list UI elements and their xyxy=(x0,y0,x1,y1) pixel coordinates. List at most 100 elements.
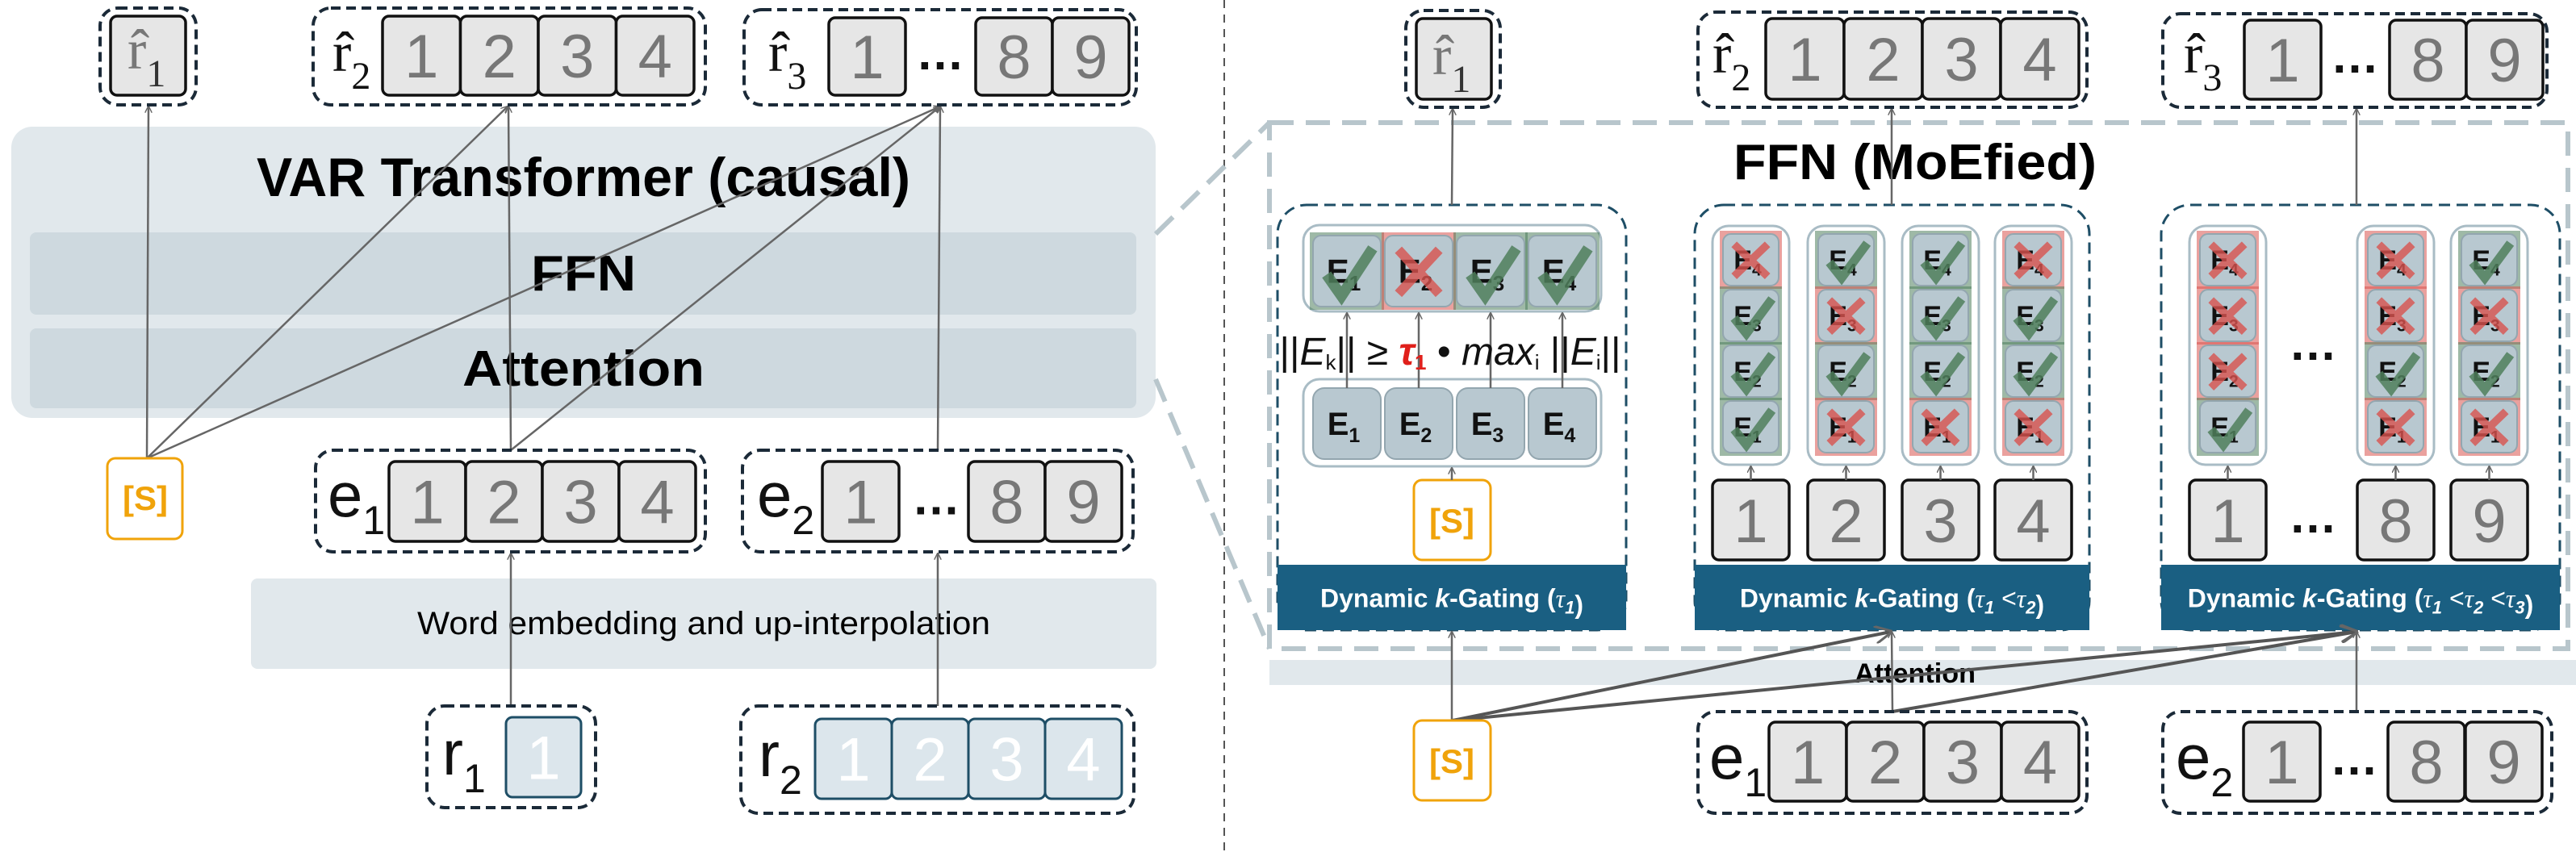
row-label-subscript: 2 xyxy=(780,758,802,803)
row-label-subscript: 1 xyxy=(463,756,486,801)
tau-index: 1 xyxy=(1565,598,1574,618)
start-token-label: [S] xyxy=(123,479,168,517)
cross-icon xyxy=(2208,297,2248,335)
row-dashed-frame xyxy=(314,449,707,553)
formula-part: k xyxy=(1325,350,1336,374)
arrow-e2-to-r-hat-3 xyxy=(938,106,940,451)
output-r-hat-1: r̂1 xyxy=(1404,9,1502,109)
tau-symbol: τ xyxy=(1556,584,1566,613)
formula-part: E xyxy=(1299,331,1326,374)
token-value: 1 xyxy=(836,726,870,795)
token-value: 9 xyxy=(1066,469,1100,537)
expert-dropped: E3 xyxy=(2365,286,2427,345)
token-value: 9 xyxy=(2486,729,2520,797)
dynamic-k-gating-bar xyxy=(1695,565,2089,630)
formula-part: • xyxy=(1427,331,1462,374)
expert-selected: E4 xyxy=(1909,231,1972,289)
row-label: r̂1 xyxy=(1432,25,1470,101)
check-icon xyxy=(1920,352,1966,397)
row-label: e1 xyxy=(328,459,385,543)
zoom-connector-top xyxy=(1153,120,1272,236)
expert-selected: E2 xyxy=(2458,342,2520,400)
ellipsis: … xyxy=(916,26,964,80)
row-label-base: e xyxy=(757,459,792,530)
cross-icon xyxy=(1395,246,1443,298)
row-label-subscript: 2 xyxy=(2210,760,2233,805)
check-icon xyxy=(2469,240,2515,286)
check-icon xyxy=(1730,352,1776,397)
tau-index: 1 xyxy=(2432,598,2442,618)
expert-selected: E4 xyxy=(1525,232,1600,310)
dynamic-k-gating-bar xyxy=(1278,565,1626,630)
token-value: 4 xyxy=(640,469,674,537)
arrow-e1-to-block3 xyxy=(1892,632,2356,713)
token-value: 4 xyxy=(2016,487,2050,556)
token-value: 1 xyxy=(404,23,438,91)
expert-selected: E2 xyxy=(2365,342,2427,400)
expert-dropped: E1 xyxy=(1815,398,1877,456)
start-token-box xyxy=(106,457,184,541)
right-panel: FFN (MoEfied) Attention Dynamic k-Gating… xyxy=(1153,9,2576,815)
token-value: 8 xyxy=(997,23,1031,92)
expert-label: E3 xyxy=(1471,407,1504,447)
expert-dropped: E4 xyxy=(2197,231,2259,289)
arrow-e1-to-r-hat-2 xyxy=(508,106,511,451)
cross-icon xyxy=(2014,408,2053,446)
tau-index: 3 xyxy=(2515,598,2524,618)
token-cell xyxy=(1043,460,1123,543)
start-token-box xyxy=(1412,719,1492,802)
ffn-layer-label: FFN xyxy=(531,246,636,302)
token-value: 1 xyxy=(2210,487,2244,556)
row-label-base: r xyxy=(442,717,463,788)
expert-selected: E3 xyxy=(1453,232,1528,310)
token-value: 1 xyxy=(1788,26,1821,94)
left-arrows xyxy=(147,106,940,706)
dynamic-k-gating-label: Dynamic k-Gating (τ1 <τ2 <τ3) xyxy=(2188,584,2534,620)
token-cell xyxy=(2000,720,2080,803)
expert-selected: E1 xyxy=(1720,398,1782,456)
formula-part: max xyxy=(1462,331,1537,374)
expert-dropped: E1 xyxy=(2458,398,2520,456)
expert-dropped: E3 xyxy=(1815,286,1877,345)
token-value: 4 xyxy=(638,23,672,91)
token-value: 1 xyxy=(526,725,560,793)
right-start-token: [S] xyxy=(1412,719,1492,802)
ellipsis: … xyxy=(2331,29,2379,83)
token-cell xyxy=(1999,17,2080,101)
row-label-base: r xyxy=(759,719,780,790)
row-label: r̂1 xyxy=(128,19,165,95)
token-cell xyxy=(2243,19,2323,101)
token-value: 1 xyxy=(843,469,877,537)
row-label-subscript: 2 xyxy=(1731,56,1750,99)
token-expert-column: E4E3E2E18 xyxy=(2356,224,2436,562)
check-icon xyxy=(1825,352,1871,397)
formula-part: || xyxy=(1539,331,1570,374)
ellipsis: … xyxy=(2330,731,2378,785)
token-value: 9 xyxy=(1073,23,1107,92)
cross-icon xyxy=(2469,408,2509,446)
expert-dropped: E1 xyxy=(1909,398,1972,456)
tau-symbol: τ xyxy=(1975,584,1985,613)
token-expert-column: E4E3E2E12 xyxy=(1806,224,1886,562)
token-value: 1 xyxy=(2265,27,2299,95)
arrow-start-to-r-hat-2 xyxy=(146,106,508,459)
row-dashed-frame xyxy=(425,704,597,809)
expert-dropped: E4 xyxy=(2365,231,2427,289)
tau-index: 2 xyxy=(2473,598,2484,618)
arrow-e1-to-r-hat-3 xyxy=(510,106,940,451)
row-label: e2 xyxy=(757,459,814,543)
ffn-layer xyxy=(30,232,1136,315)
token-value: 3 xyxy=(1944,26,1978,94)
cross-icon xyxy=(1921,408,1960,446)
token-value: 1 xyxy=(1733,487,1767,556)
row-label-subscript: 1 xyxy=(1744,760,1767,805)
expert-dropped: E3 xyxy=(2458,286,2520,345)
row-label-subscript: 2 xyxy=(351,55,370,98)
dynamic-k-gating-bar xyxy=(2161,565,2560,630)
expert-selected: E2 xyxy=(1815,342,1877,400)
cross-icon xyxy=(2469,297,2509,335)
token-value: 3 xyxy=(1923,487,1957,556)
